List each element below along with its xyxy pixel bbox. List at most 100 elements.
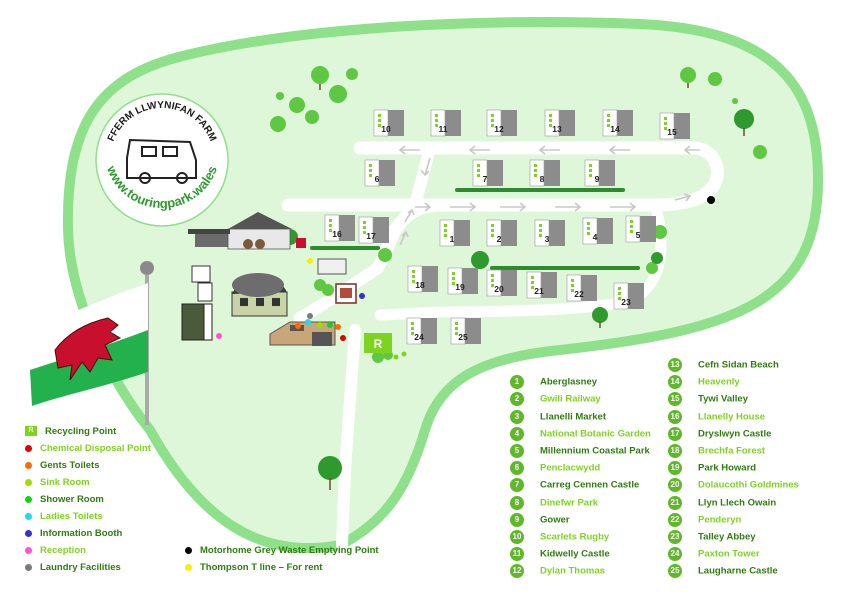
pitch-legend-label: Brechfa Forest: [698, 445, 766, 457]
pitch-legend-label: National Botanic Garden: [540, 428, 651, 440]
legend-label: Ladies Toilets: [40, 511, 103, 522]
legend-dot-icon: [25, 444, 32, 452]
pitch-label: 24: [414, 332, 424, 342]
pitch-number-badge: 24: [668, 547, 682, 562]
pitch-20: 20: [486, 269, 517, 297]
legend-item: Motorhome Grey Waste Emptying Point: [185, 545, 379, 556]
legend-item: Gents Toilets: [25, 460, 99, 471]
legend-label: Chemical Disposal Point: [40, 443, 151, 454]
pitch-legend-label: Paxton Tower: [698, 548, 760, 560]
pitch-legend-label: Penderyn: [698, 514, 742, 526]
pitch-legend-label: Heavenly: [698, 376, 740, 388]
legend-label: Information Booth: [40, 528, 123, 539]
pitch-11: 11: [430, 109, 461, 137]
legend-dot-icon: [25, 512, 32, 520]
pitch-legend-label: Dylan Thomas: [540, 565, 605, 577]
legend-dot-icon: [25, 478, 32, 486]
pitch-label: 7: [483, 174, 488, 184]
farmhouse: [231, 273, 288, 317]
pitch-legend-label: Millennium Coastal Park: [540, 445, 650, 457]
pitch-number-badge: 23: [668, 530, 682, 544]
legend-dot-icon: [25, 461, 32, 469]
pitch-legend-label: Penclacwydd: [540, 462, 601, 474]
pitch-legend-label: Laugharne Castle: [698, 565, 778, 577]
pitch-number-badge: 21: [668, 495, 682, 510]
pitch-legend-item: 25 Laugharne Castle: [668, 564, 778, 579]
pitch-legend-label: Llyn Llech Owain: [698, 497, 777, 509]
pitch-number-badge: 5: [510, 444, 524, 458]
legend-item: Ladies Toilets: [25, 511, 103, 522]
pitch-number-badge: 22: [668, 512, 682, 527]
pitch-22: 22: [566, 274, 597, 302]
toilet-block: [181, 265, 213, 341]
pitch-24: 24: [406, 317, 437, 345]
recycling-icon: R: [25, 426, 37, 437]
pitch-number-badge: 3: [510, 409, 524, 424]
pitch-number-badge: 10: [510, 530, 524, 544]
legend-label: Thompson T line – For rent: [200, 562, 323, 573]
motorhome-icon: [126, 138, 197, 184]
legend-item: Reception: [25, 545, 86, 556]
legend-dot-icon: [185, 563, 192, 571]
pitch-number-badge: 20: [668, 478, 682, 493]
legend-item: Thompson T line – For rent: [185, 562, 322, 573]
pitch-legend-item: 22 Penderyn: [668, 512, 742, 527]
legend-dot-icon: [25, 529, 32, 537]
legend-item: Information Booth: [25, 528, 122, 539]
pitch-16: 16: [324, 214, 355, 242]
pitch-13: 13: [544, 109, 575, 137]
pitch-number-badge: 1: [510, 375, 524, 390]
pitch-label: 25: [458, 332, 468, 342]
legend-label: Shower Room: [40, 494, 104, 505]
legend-dot-icon: [25, 546, 32, 554]
pitch-label: 8: [540, 174, 545, 184]
trees: [270, 66, 767, 490]
pitch-5: 5: [625, 215, 656, 243]
pitch-label: 10: [381, 124, 391, 134]
pitch-legend-label: Llanelly House: [698, 411, 766, 423]
pitch-number-badge: 17: [668, 426, 682, 441]
pitch-legend-label: Park Howard: [698, 462, 757, 474]
pitch-label: 1: [450, 234, 455, 244]
pitch-legend-item: 23 Talley Abbey: [668, 530, 756, 544]
pitch-19: 19: [447, 267, 478, 295]
legend-label: Reception: [40, 545, 86, 556]
pitch-2: 2: [486, 219, 517, 247]
pitch-number-badge: 18: [668, 444, 682, 458]
pitch-10: 10: [373, 109, 404, 137]
pitch-label: 18: [415, 280, 425, 290]
pitch-label: 9: [595, 174, 600, 184]
pitch-label: 6: [375, 174, 380, 184]
pitch-legend-label: Dolaucothi Goldmines: [698, 479, 799, 491]
pitch-4: 4: [582, 217, 613, 245]
pitch-label: 16: [332, 229, 342, 239]
pitch-14: 14: [602, 109, 633, 137]
legend-item: Shower Room: [25, 494, 104, 505]
pitch-label: 11: [439, 124, 448, 134]
caravan-shed: [317, 258, 357, 304]
legend-label: Sink Room: [40, 477, 90, 488]
dragon-icon: [54, 317, 122, 381]
pitch-number-badge: 25: [668, 564, 682, 579]
recycling-marker: R: [374, 337, 383, 351]
pitch-label: 23: [621, 297, 631, 307]
hedges: [310, 188, 640, 270]
pitch-17: 17: [358, 216, 389, 244]
pitch-1: 1: [439, 219, 470, 247]
reception-barn: [188, 212, 306, 250]
pitch-number-badge: 16: [668, 409, 682, 424]
farm-logo: FFERM LLWYNIFAN FARM www.touringpark.wal…: [95, 93, 229, 227]
buildings: [181, 212, 357, 346]
pitch-label: 12: [494, 124, 504, 134]
pitch-legend-label: Talley Abbey: [698, 531, 756, 543]
pitch-15: 15: [659, 112, 690, 140]
